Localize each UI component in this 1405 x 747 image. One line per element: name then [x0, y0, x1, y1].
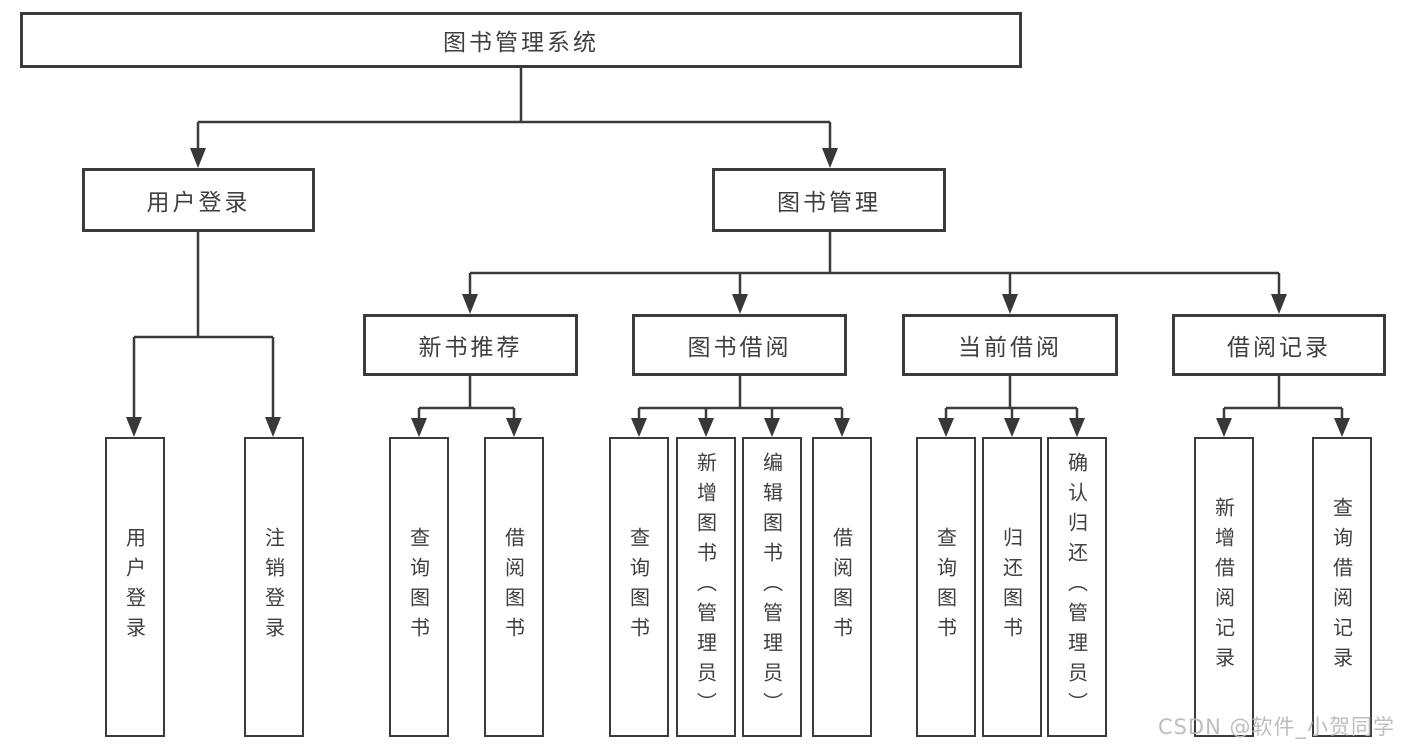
leaf-query-books-recommend-label: 查询图书: [406, 527, 431, 647]
leaf-query-books-current: 查询图书: [916, 437, 976, 737]
leaf-add-borrow-record: 新增借阅记录: [1194, 437, 1254, 737]
leaf-add-book-admin-label: 新增图书（管理员）: [693, 452, 718, 722]
node-user-login: 用户登录: [82, 168, 315, 232]
leaf-query-borrow-record-label: 查询借阅记录: [1329, 497, 1354, 677]
leaf-query-borrow-record: 查询借阅记录: [1312, 437, 1372, 737]
leaf-add-book-admin: 新增图书（管理员）: [676, 437, 736, 737]
connector-root-to-level2: [190, 68, 838, 168]
watermark-text: CSDN @软件_小贺同学: [1157, 715, 1395, 739]
node-book-management-system: 图书管理系统: [20, 12, 1022, 68]
connector-user-login-children: [126, 232, 281, 437]
leaf-borrow-books-borrowing: 借阅图书: [812, 437, 872, 737]
node-current-borrowing: 当前借阅: [902, 314, 1118, 376]
connector-new-book-children: [411, 376, 522, 437]
leaf-query-books-borrowing-label: 查询图书: [626, 527, 651, 647]
node-borrowing-records: 借阅记录: [1172, 314, 1386, 376]
node-book-management: 图书管理: [712, 168, 946, 232]
leaf-query-books-recommend: 查询图书: [389, 437, 449, 737]
leaf-edit-book-admin: 编辑图书（管理员）: [742, 437, 802, 737]
leaf-borrow-books-recommend: 借阅图书: [484, 437, 544, 737]
connector-book-borrowing-children: [631, 376, 850, 437]
connector-current-borrowing-children: [938, 376, 1085, 437]
leaf-borrow-books-recommend-label: 借阅图书: [501, 527, 526, 647]
leaf-confirm-return-admin-label: 确认归还（管理员）: [1064, 452, 1089, 722]
connector-borrowing-records-children: [1216, 376, 1350, 437]
leaf-user-login-label: 用户登录: [122, 527, 147, 647]
leaf-query-books-current-label: 查询图书: [933, 527, 958, 647]
leaf-return-books-label: 归还图书: [999, 527, 1024, 647]
leaf-confirm-return-admin: 确认归还（管理员）: [1047, 437, 1107, 737]
node-book-borrowing: 图书借阅: [632, 314, 847, 376]
leaf-logout: 注销登录: [244, 437, 304, 737]
leaf-logout-label: 注销登录: [261, 527, 286, 647]
leaf-edit-book-admin-label: 编辑图书（管理员）: [759, 452, 784, 722]
connector-book-management-children: [462, 232, 1287, 314]
leaf-return-books: 归还图书: [982, 437, 1042, 737]
node-new-book-recommend: 新书推荐: [363, 314, 578, 376]
leaf-user-login: 用户登录: [105, 437, 165, 737]
leaf-add-borrow-record-label: 新增借阅记录: [1211, 497, 1236, 677]
leaf-borrow-books-borrowing-label: 借阅图书: [829, 527, 854, 647]
leaf-query-books-borrowing: 查询图书: [609, 437, 669, 737]
